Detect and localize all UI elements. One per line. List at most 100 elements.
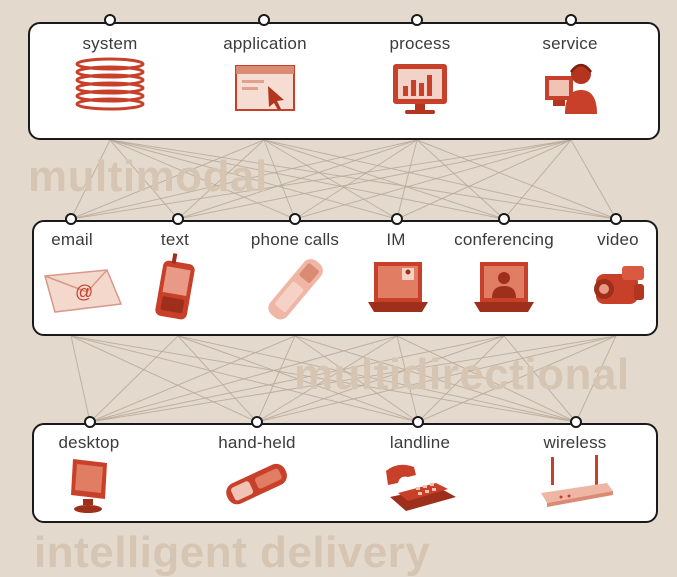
phone-calls-item: phone calls — [240, 230, 350, 326]
network-line — [263, 139, 398, 220]
network-line — [89, 335, 505, 423]
wireless-node — [570, 416, 582, 428]
conferencing-item: conferencing — [438, 230, 570, 322]
video-item: video — [586, 230, 650, 322]
network-line — [294, 335, 419, 423]
network-line — [256, 335, 505, 423]
network-line — [70, 139, 572, 220]
network-line — [70, 335, 91, 423]
network-line — [396, 335, 577, 423]
desktop-monitor-icon — [71, 459, 107, 513]
server-stack-icon — [75, 57, 145, 111]
application-node — [258, 14, 270, 26]
landline-item: landline — [374, 433, 466, 517]
network-line — [89, 335, 398, 423]
hand-held-item: hand-held — [205, 433, 309, 513]
text-label: text — [160, 230, 190, 249]
hand-held-node — [251, 416, 263, 428]
im-laptop-icon — [368, 262, 428, 312]
network-line — [575, 335, 617, 423]
email-node — [65, 213, 77, 225]
email-envelope-icon: @ — [44, 269, 123, 313]
desktop-node — [84, 416, 96, 428]
wireless-item: wireless — [532, 433, 618, 513]
hand-held-label: hand-held — [218, 433, 296, 452]
phone-calls-label: phone calls — [250, 230, 340, 249]
service-label: service — [542, 34, 598, 53]
network-line — [177, 335, 258, 423]
network-line — [263, 139, 617, 220]
network-line — [416, 139, 617, 220]
video-label: video — [597, 230, 639, 249]
hand-held-phone-icon — [226, 463, 287, 505]
mobile-phone-icon — [268, 259, 323, 320]
network-line — [70, 139, 265, 220]
service-node — [565, 14, 577, 26]
process-node — [411, 14, 423, 26]
network-line — [417, 335, 617, 423]
network-line — [256, 335, 398, 423]
landline-phone-icon — [386, 464, 456, 511]
video-node — [610, 213, 622, 225]
system-item: system — [62, 34, 158, 118]
network-line — [396, 335, 419, 423]
email-item: email @ — [38, 230, 123, 320]
landline-node — [412, 416, 424, 428]
process-item: process — [372, 34, 468, 118]
network-line — [177, 335, 577, 423]
service-item: service — [522, 34, 618, 118]
network-line — [256, 335, 296, 423]
network-line — [109, 139, 398, 220]
network-line — [396, 139, 418, 220]
video-camera-icon — [594, 266, 644, 304]
pda-text-icon — [155, 253, 195, 320]
conferencing-laptop-icon — [474, 262, 534, 312]
application-label: application — [223, 34, 307, 53]
network-line — [70, 139, 418, 220]
process-label: process — [389, 34, 451, 53]
process-monitor-icon — [393, 64, 447, 114]
network-line — [89, 335, 296, 423]
network-line — [109, 139, 617, 220]
conferencing-node — [498, 213, 510, 225]
network-line — [263, 139, 296, 220]
text-node — [172, 213, 184, 225]
system-label: system — [82, 34, 138, 53]
service-agent-icon — [545, 63, 597, 114]
landline-label: landline — [389, 433, 451, 452]
network-line — [70, 139, 111, 220]
network-line — [177, 139, 265, 220]
email-label: email — [51, 230, 93, 249]
network-line — [503, 139, 572, 220]
network-line — [503, 335, 577, 423]
desktop-label: desktop — [58, 433, 120, 452]
network-line — [416, 139, 505, 220]
network-line — [256, 335, 617, 423]
middle-layer-panel — [32, 220, 658, 336]
im-label: IM — [386, 230, 406, 249]
im-node — [391, 213, 403, 225]
network-line — [89, 335, 179, 423]
system-node — [104, 14, 116, 26]
conferencing-label: conferencing — [454, 230, 554, 249]
network-line — [70, 335, 577, 423]
im-item: IM — [366, 230, 428, 322]
wireless-label: wireless — [543, 433, 607, 452]
network-line — [109, 139, 296, 220]
desktop-item: desktop — [46, 433, 132, 517]
network-line — [396, 139, 572, 220]
network-line — [177, 139, 572, 220]
svg-text:@: @ — [75, 282, 93, 302]
network-line — [294, 139, 418, 220]
network-line — [417, 335, 505, 423]
multimodal-watermark: multimodal — [28, 152, 268, 201]
multidirectional-watermark: multidirectional — [294, 350, 630, 399]
text-item: text — [145, 230, 205, 324]
network-line — [570, 139, 617, 220]
network-line — [109, 139, 505, 220]
network-line — [70, 335, 258, 423]
wireless-router-icon — [541, 455, 613, 507]
application-item: application — [207, 34, 323, 118]
